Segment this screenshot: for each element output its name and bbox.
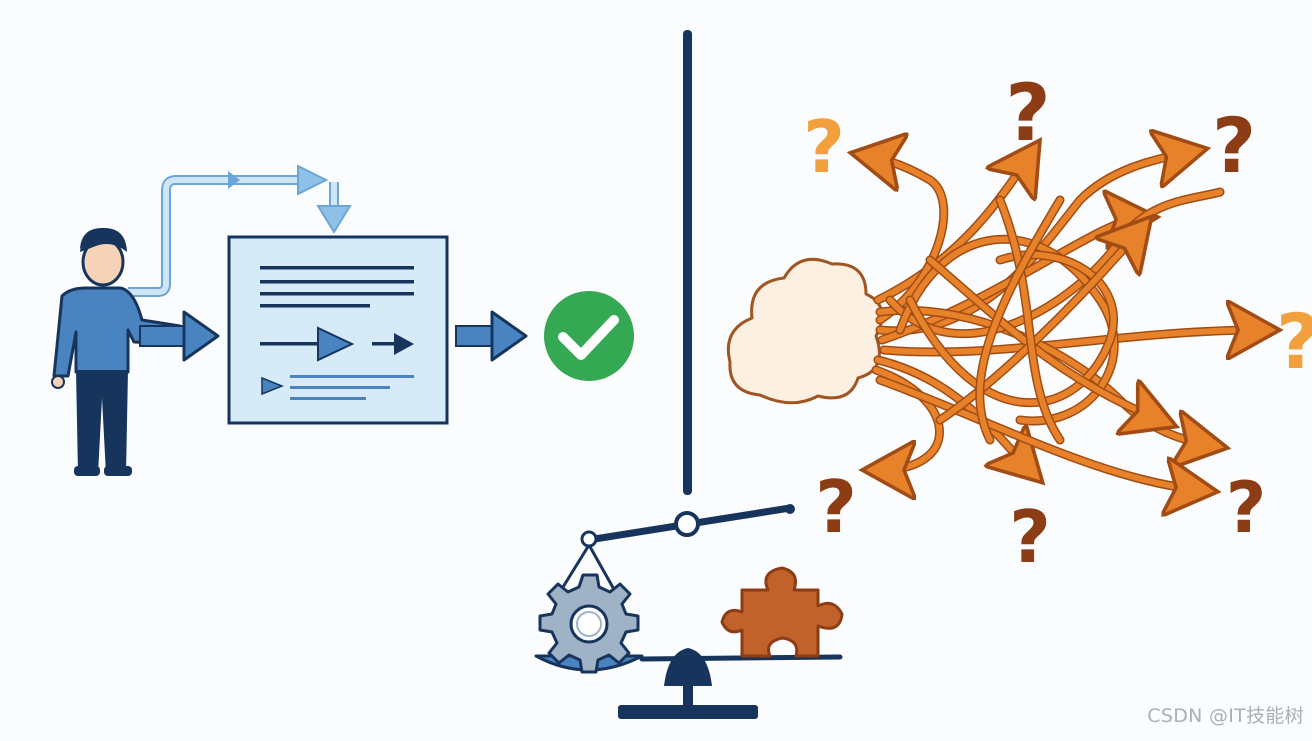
tangled-path xyxy=(907,251,1117,406)
process-document-icon xyxy=(227,235,449,425)
center-divider-line xyxy=(683,30,692,495)
tangled-path xyxy=(877,377,1200,490)
tangled-path xyxy=(937,230,1140,423)
person-to-document-arrow xyxy=(139,310,220,362)
tangled-paths xyxy=(868,152,1262,490)
tangled-path xyxy=(881,330,1262,352)
puzzle-piece-icon xyxy=(720,566,844,658)
question-mark-icon: ? xyxy=(803,105,845,189)
question-mark-icon: ? xyxy=(1212,101,1256,190)
checkmark-icon xyxy=(544,291,634,381)
watermark: CSDN @IT技能树 xyxy=(1147,705,1304,727)
tangled-path xyxy=(876,367,943,470)
question-mark-icon: ? xyxy=(1276,297,1312,386)
gear-icon xyxy=(538,573,640,674)
balance-scale-icon xyxy=(534,504,843,719)
tangled-path xyxy=(875,155,1030,303)
tangled-path xyxy=(875,357,1030,470)
tangled-path xyxy=(997,197,1063,443)
question-mark-icon: ? xyxy=(815,465,857,549)
question-mark-icon: ? xyxy=(1005,69,1050,159)
tangled-path xyxy=(868,156,947,323)
light-blue-flow-arrow xyxy=(128,164,352,297)
tangled-path xyxy=(877,152,1190,334)
cloud-icon xyxy=(726,257,884,405)
person-icon xyxy=(51,228,182,476)
tangled-path xyxy=(897,236,1118,424)
document-to-check-arrow xyxy=(455,310,528,362)
question-mark-icon: ? xyxy=(1009,495,1051,579)
question-mark-icon: ? xyxy=(1226,467,1267,549)
question-marks: ??????? xyxy=(803,69,1312,579)
tangled-path xyxy=(976,197,1063,443)
